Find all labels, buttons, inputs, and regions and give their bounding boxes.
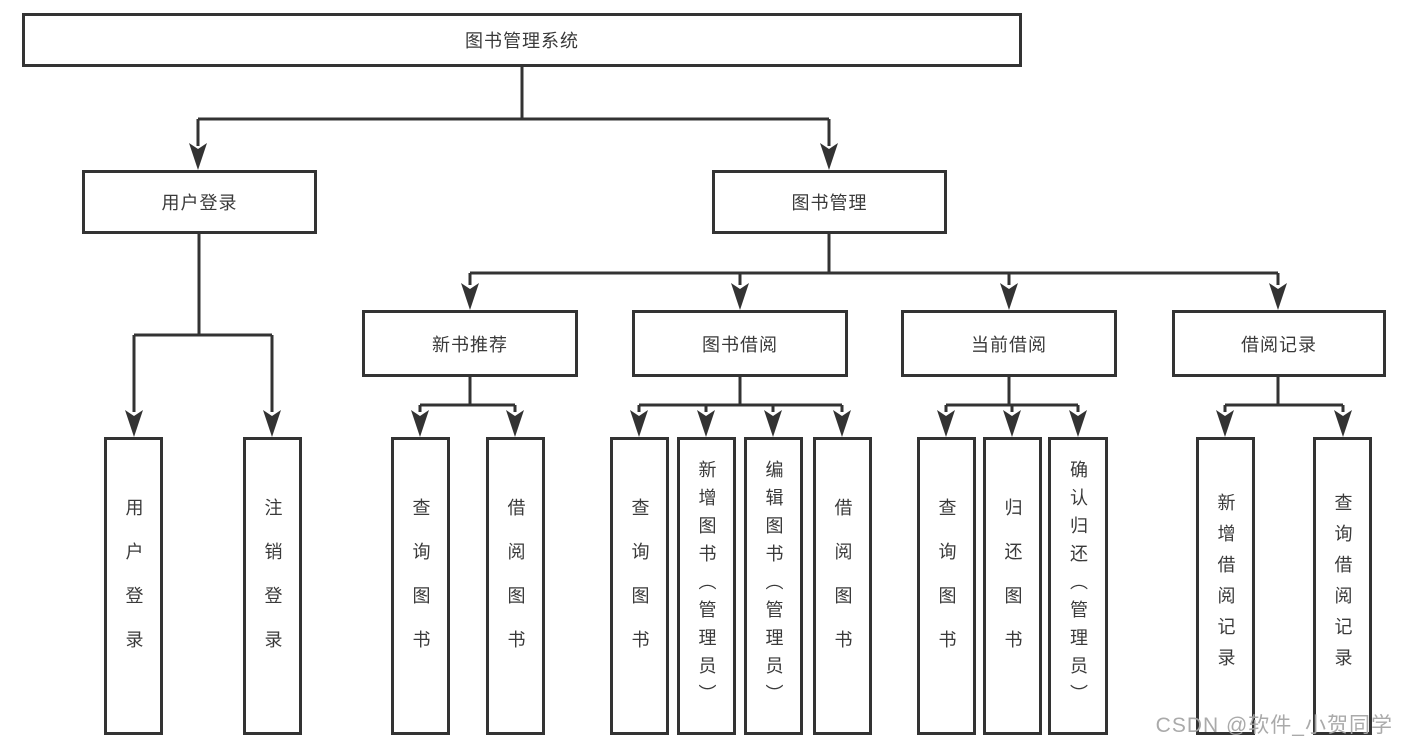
connector-root-to-level2 (189, 66, 838, 170)
node-leaf-query-book-1: 查询图书 (391, 437, 450, 735)
node-leaf-add-borrow-record: 新增借阅记录 (1196, 437, 1255, 735)
leaf-label: 查询借阅记录 (1332, 493, 1353, 679)
connector-mgmt-to-level3 (461, 234, 1287, 310)
leaf-label: 确认归还（管理员） (1068, 460, 1088, 712)
connector-newrec-to-leaves (411, 377, 524, 437)
node-leaf-confirm-return-admin: 确认归还（管理员） (1048, 437, 1108, 735)
connector-current-to-leaves (937, 377, 1087, 437)
node-leaf-borrow-book-2: 借阅图书 (813, 437, 872, 735)
node-leaf-query-book-3: 查询图书 (917, 437, 976, 735)
leaf-label: 注销登录 (262, 498, 283, 674)
node-leaf-query-book-2: 查询图书 (610, 437, 669, 735)
node-library-system: 图书管理系统 (22, 13, 1022, 67)
leaf-label: 查询图书 (410, 498, 431, 674)
leaf-label: 编辑图书（管理员） (763, 460, 784, 712)
leaf-label: 归还图书 (1002, 498, 1023, 674)
node-book-management: 图书管理 (712, 170, 947, 234)
connector-login-to-leaves (125, 234, 281, 437)
leaf-label: 借阅图书 (832, 498, 853, 674)
node-leaf-user-login: 用户登录 (104, 437, 163, 735)
node-borrow-records: 借阅记录 (1172, 310, 1386, 377)
node-leaf-edit-book-admin: 编辑图书（管理员） (744, 437, 803, 735)
node-new-book-recommend: 新书推荐 (362, 310, 578, 377)
leaf-label: 查询图书 (629, 498, 650, 674)
leaf-label: 用户登录 (123, 498, 144, 674)
leaf-label: 借阅图书 (505, 498, 526, 674)
node-leaf-add-book-admin: 新增图书（管理员） (677, 437, 736, 735)
node-leaf-logout: 注销登录 (243, 437, 302, 735)
node-user-login: 用户登录 (82, 170, 317, 234)
connector-records-to-leaves (1216, 377, 1352, 437)
leaf-label: 新增借阅记录 (1215, 493, 1236, 679)
node-book-borrow: 图书借阅 (632, 310, 848, 377)
csdn-watermark: CSDN @软件_小贺同学 (1155, 714, 1393, 737)
node-leaf-return-book: 归还图书 (983, 437, 1042, 735)
node-current-borrow: 当前借阅 (901, 310, 1117, 377)
node-leaf-query-borrow-record: 查询借阅记录 (1313, 437, 1372, 735)
connector-borrow-to-leaves (630, 377, 851, 437)
leaf-label: 查询图书 (936, 498, 957, 674)
leaf-label: 新增图书（管理员） (696, 460, 717, 712)
node-leaf-borrow-book-1: 借阅图书 (486, 437, 545, 735)
